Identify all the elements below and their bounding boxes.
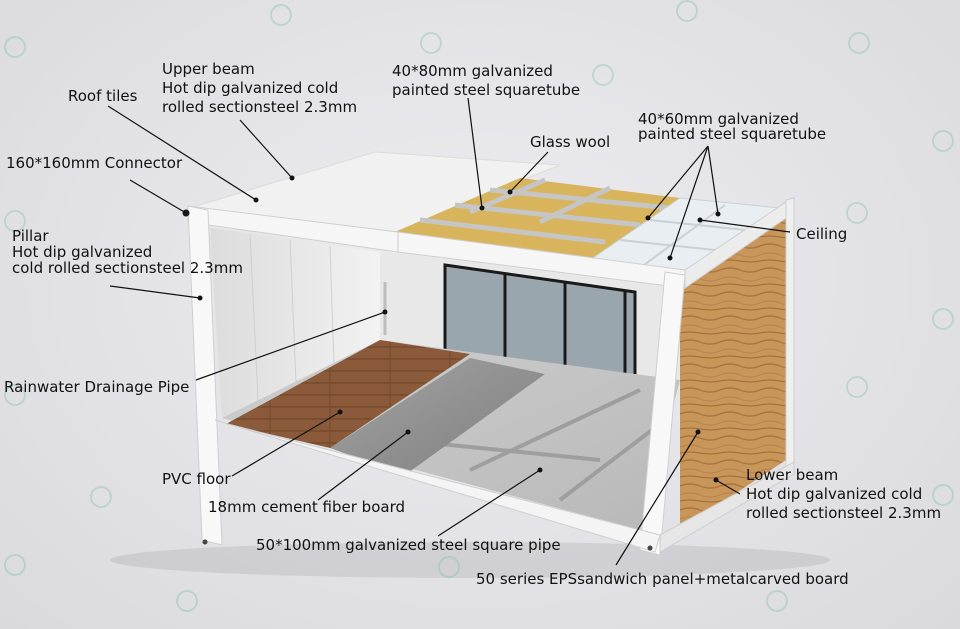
eps-sandwich-panel <box>680 212 786 530</box>
label-upper-beam: Upper beam Hot dip galvanized cold rolle… <box>162 60 358 116</box>
pvc-wood-floor <box>226 340 470 448</box>
pillar-front-right <box>639 271 686 556</box>
wall-panel-lines <box>249 233 335 401</box>
watermark-logo <box>848 32 870 54</box>
watermark-logo <box>4 210 26 232</box>
label-connector: 160*160mm Connector <box>6 154 183 172</box>
watermark-logo <box>932 308 954 330</box>
lower-beam-side <box>659 461 795 553</box>
label-cement-fiber-board: 18mm cement fiber board <box>208 498 405 516</box>
connector-dot <box>202 539 208 545</box>
label-pillar: Pillar Hot dip galvanized cold rolled se… <box>12 227 243 277</box>
pillar-front-left <box>187 205 223 546</box>
watermark-logo <box>176 590 198 612</box>
watermark-logo <box>270 4 292 26</box>
pillar-back-right <box>785 197 795 475</box>
glass-wool <box>395 178 680 260</box>
cement-fiber-board <box>330 358 545 475</box>
label-lower-beam: Lower beam Hot dip galvanized cold rolle… <box>746 466 942 522</box>
watermark-logo <box>420 32 442 54</box>
label-steel-square-pipe: 50*100mm galvanized steel square pipe <box>256 536 561 554</box>
watermark-logo <box>932 484 954 506</box>
watermark-logo <box>4 554 26 576</box>
watermark-logo <box>676 0 698 22</box>
label-squaretube-40x80: 40*80mm galvanized painted steel squaret… <box>392 62 581 99</box>
watermark-logo <box>846 202 868 224</box>
label-squaretube-40x60: 40*60mm galvanized painted steel squaret… <box>638 110 827 143</box>
watermark-logo <box>4 384 26 406</box>
connector-dot <box>647 545 653 551</box>
watermark-logo <box>90 486 112 508</box>
watermark-logo <box>846 376 868 398</box>
label-ceiling: Ceiling <box>796 225 848 243</box>
label-pvc-floor: PVC floor <box>162 470 231 488</box>
watermark-logo <box>4 36 26 58</box>
label-drainage-pipe: Rainwater Drainage Pipe <box>4 378 190 396</box>
label-eps-sandwich-panel: 50 series EPSsandwich panel+metalcarved … <box>476 570 849 588</box>
label-roof-tiles: Roof tiles <box>68 87 138 105</box>
watermark-logo <box>932 130 954 152</box>
watermark-logo <box>766 590 788 612</box>
steel-squaretubes-60 <box>619 204 746 269</box>
watermark-logo <box>438 556 460 578</box>
leader-endpoints <box>197 175 721 483</box>
leader-lines <box>107 97 791 566</box>
watermark-logo <box>592 64 614 86</box>
label-glass-wool: Glass wool <box>530 133 611 151</box>
